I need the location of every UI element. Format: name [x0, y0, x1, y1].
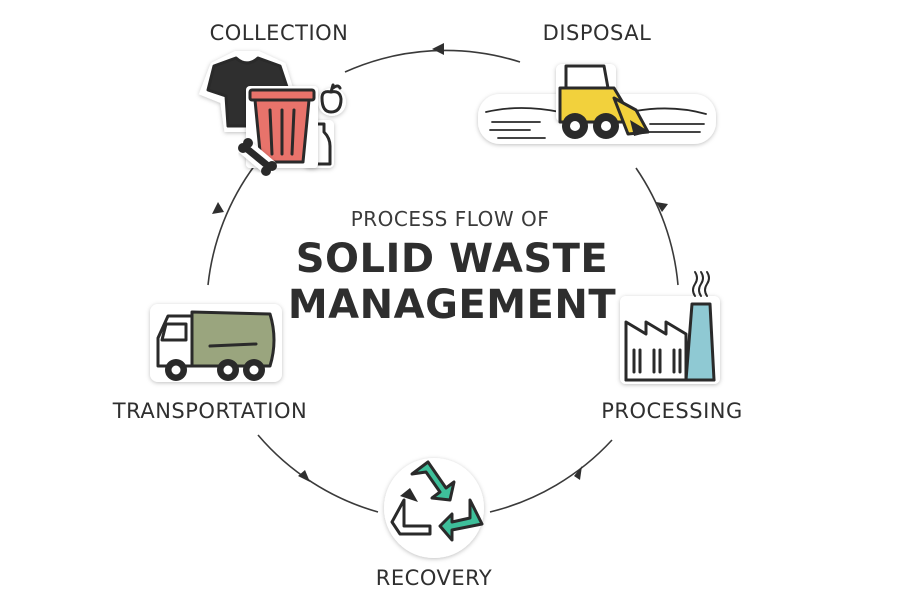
- smoke-icon: [692, 271, 698, 297]
- arrowhead-processing-disposal: [656, 202, 668, 212]
- arc-recovery-to-processing: [489, 439, 613, 513]
- arc-transportation-to-recovery: [257, 434, 379, 513]
- stage-label-transportation: TRANSPORTATION: [112, 399, 307, 423]
- arrowhead-disposal-collection: [432, 43, 444, 55]
- stage-label-disposal: DISPOSAL: [543, 21, 652, 45]
- arc-processing-to-disposal: [635, 167, 679, 286]
- diagram-subtitle: PROCESS FLOW OF: [351, 207, 550, 231]
- diagram-title-line-2: MANAGEMENT: [288, 282, 616, 328]
- bulldozer-icon: [478, 64, 716, 144]
- cycle-arrows: [207, 49, 679, 513]
- arc-collection-to-transportation: [207, 164, 256, 286]
- stage-label-collection: COLLECTION: [210, 21, 349, 45]
- bin-icon: [246, 86, 318, 168]
- diagram-title-line-1: SOLID WASTE: [296, 236, 609, 282]
- recycle-icon: [384, 458, 484, 558]
- factory-icon: [620, 271, 720, 384]
- cycle-arrowheads: [212, 43, 668, 482]
- arrowhead-recovery-processing: [574, 466, 582, 480]
- stage-label-recovery: RECOVERY: [376, 566, 492, 590]
- arrowhead-transportation-recovery: [298, 470, 310, 482]
- garbage-truck-icon: [150, 304, 282, 382]
- bone-icon: [236, 138, 278, 176]
- arrowhead-collection-transportation: [212, 202, 224, 214]
- stage-label-processing: PROCESSING: [601, 399, 743, 423]
- arc-disposal-to-collection: [344, 49, 521, 73]
- apple-icon: [318, 83, 346, 116]
- trash-bin-icon: [198, 51, 346, 176]
